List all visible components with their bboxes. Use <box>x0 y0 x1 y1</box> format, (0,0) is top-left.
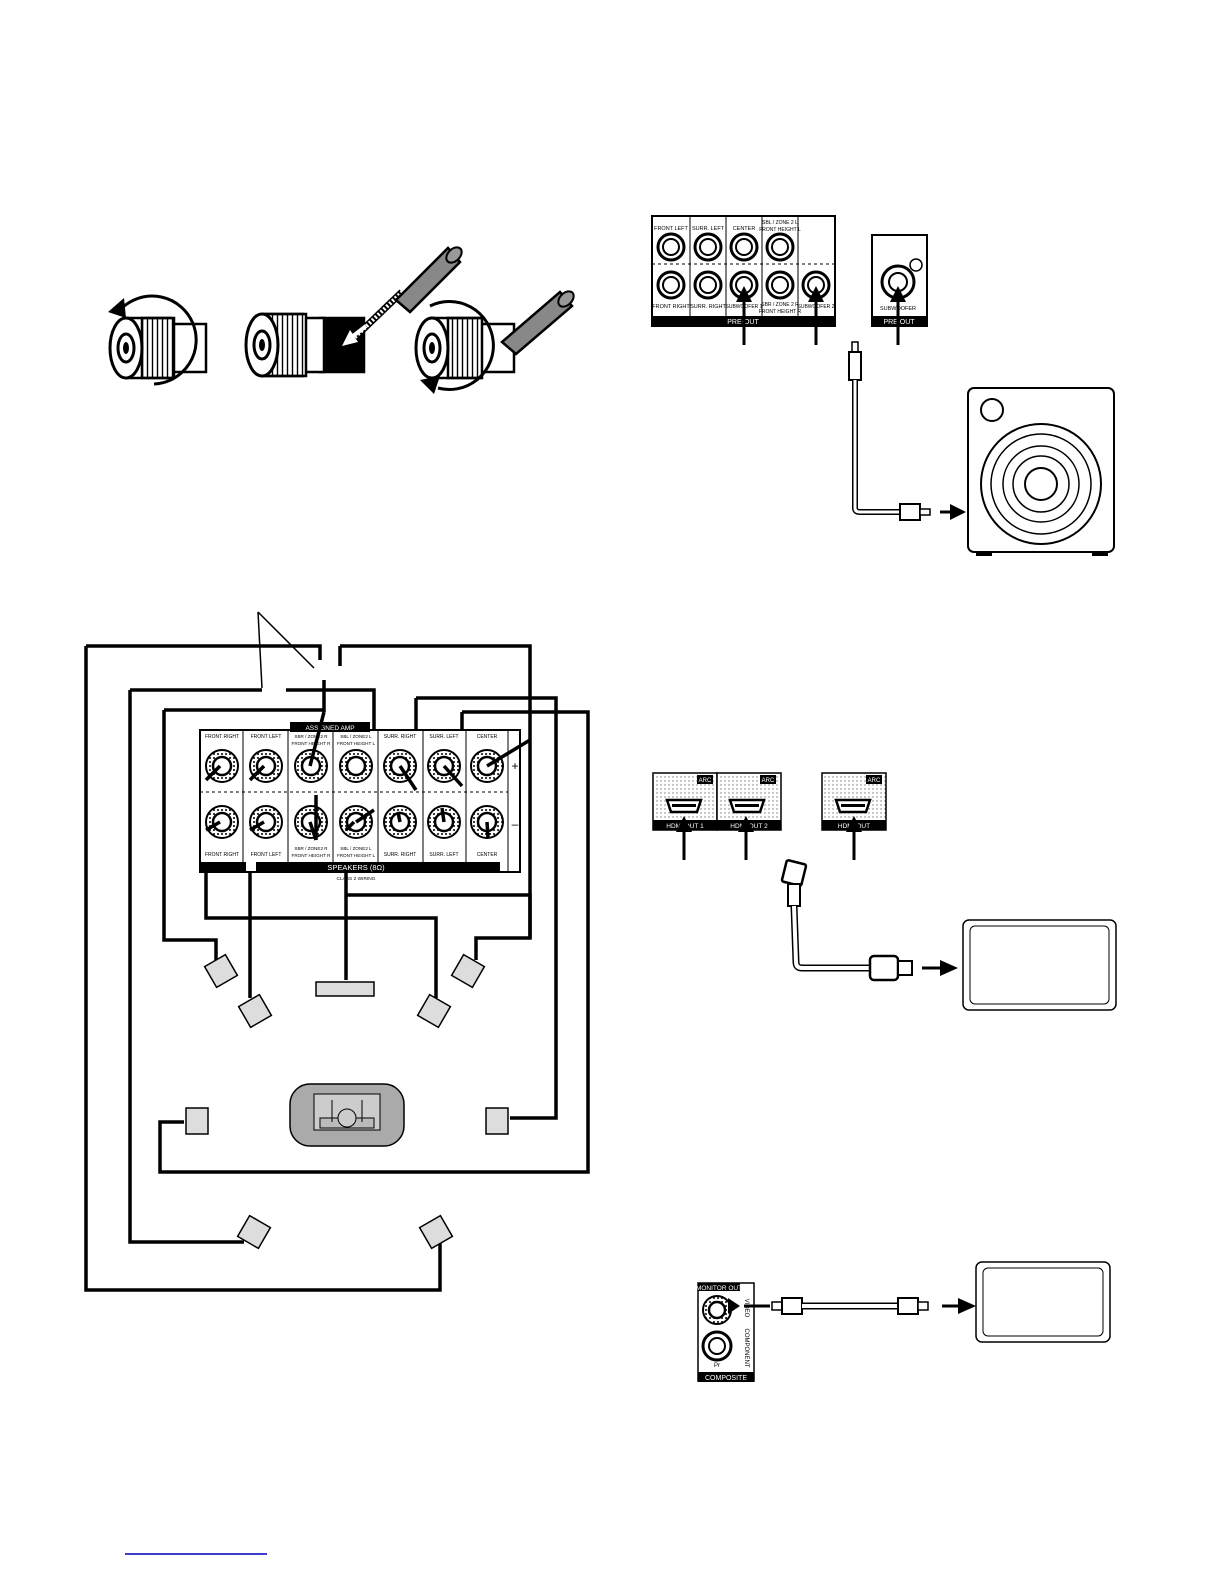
rca-cable <box>848 341 966 521</box>
preout-bottom-label: SBR / ZONE 2 R <box>761 302 799 308</box>
terminal-top-label: SBL / ZONE2 L <box>340 734 372 739</box>
terminal-bottom-label: SBL / ZONE2 L <box>340 846 372 851</box>
speaker-surround-right-icon <box>185 1107 209 1135</box>
component-side-label: COMPONENT <box>743 1329 749 1368</box>
preout-top-label: CENTER <box>733 226 756 232</box>
hdmi-connection-arrows <box>676 816 862 860</box>
speaker-terminal-panel: ASSIGNED AMP FRONT RIGHT FRONT LEFT SBR … <box>199 722 521 882</box>
binding-post-loosen <box>108 294 208 386</box>
preout-top-label: FRONT LEFT <box>654 226 688 232</box>
plus-label: + <box>511 759 518 773</box>
terminal-bottom-label: SBR / ZONE2 R <box>294 846 328 851</box>
terminal-top-label: FRONT HEIGHT L <box>337 741 376 746</box>
rca-jacks-top <box>656 232 795 262</box>
terminal-bottom-label: FRONT HEIGHT L <box>337 853 376 858</box>
preout-connection-arrows <box>736 286 906 345</box>
preout-top-label: SURR. LEFT <box>692 226 725 232</box>
speaker-wiring-diagram: ASSIGNED AMP FRONT RIGHT FRONT LEFT SBR … <box>84 611 590 1292</box>
rotate-counterclockwise-icon <box>108 294 198 386</box>
preout-bottom-label: FRONT RIGHT <box>652 304 690 310</box>
speaker-front-height-right-icon <box>203 953 239 989</box>
terminal-top-label: SURR. LEFT <box>429 734 458 740</box>
terminal-top-label: FRONT HEIGHT R <box>292 741 332 746</box>
binding-post-tighten <box>414 290 575 394</box>
speaker-surround-back-left-icon <box>418 1214 454 1250</box>
composite-band-label: COMPOSITE <box>705 1375 747 1382</box>
pr-label: Pr <box>714 1363 720 1369</box>
preout-top-label: SBL / ZONE 2 L <box>762 220 798 226</box>
preout-bottom-label: FRONT HEIGHT R <box>759 309 802 315</box>
terminal-bottom-label: FRONT RIGHT <box>205 852 239 858</box>
binding-post-steps <box>108 246 575 394</box>
rotate-clockwise-icon <box>420 300 495 394</box>
speaker-wires <box>84 644 590 1292</box>
speakers-band-label: SPEAKERS (8Ω) <box>327 863 385 872</box>
composite-video-panel: MONITOR OUT Pr VIDEO COMPONENT COMPOSITE <box>696 1282 755 1382</box>
speaker-center-icon <box>315 981 375 997</box>
hdmi-port-icons <box>665 798 872 814</box>
arc-badge: ARC <box>868 778 881 784</box>
terminal-bottom-label: CENTER <box>477 852 498 858</box>
listener-seat-icon <box>289 1083 405 1147</box>
terminal-top-label: CENTER <box>477 734 498 740</box>
terminal-top-label: SURR. RIGHT <box>384 734 417 740</box>
composite-cable <box>728 1297 976 1315</box>
terminal-wire-ends <box>204 711 531 841</box>
rca-jacks-bottom <box>656 270 831 300</box>
binding-post-insert-wire <box>244 246 463 378</box>
speaker-front-height-left-icon <box>450 953 486 989</box>
terminal-top-label: FRONT RIGHT <box>205 734 239 740</box>
preout-bottom-label: SURR. RIGHT <box>690 304 726 310</box>
monitor-out-label: MONITOR OUT <box>696 1285 742 1292</box>
speaker-layout <box>185 953 509 1250</box>
terminal-bottom-label: SURR. LEFT <box>429 852 458 858</box>
terminal-bottom-label: FRONT HEIGHT R <box>292 853 332 858</box>
video-side-label: VIDEO <box>743 1299 749 1318</box>
terminal-top-label: SBR / ZONE2 R <box>294 734 328 739</box>
arc-badge: ARC <box>699 778 712 784</box>
preout-panel: PRE-OUT FRONT LEFT SURR. LEFT CENTER SBL… <box>651 215 836 327</box>
terminal-posts-top <box>205 749 504 783</box>
arc-badge: ARC <box>762 778 775 784</box>
monitor-display-icon <box>975 1261 1111 1343</box>
terminal-bottom-label: FRONT LEFT <box>251 852 282 858</box>
hdmi-cable <box>780 859 958 982</box>
subwoofer-icon <box>967 387 1115 556</box>
hdmi-panel: ARC ARC ARC HDMI OUT 1 HDMI OUT 2 HDMI O… <box>652 772 887 860</box>
speaker-surround-left-icon <box>485 1107 509 1135</box>
preout-top-label: FRONT HEIGHT L <box>759 227 801 233</box>
minus-label: – <box>512 817 519 831</box>
speaker-surround-back-right-icon <box>236 1214 272 1250</box>
terminal-top-label: FRONT LEFT <box>251 734 282 740</box>
footer-link-underline[interactable] <box>125 1553 267 1555</box>
class-wiring-label: CLASS 2 WIRING <box>337 876 376 882</box>
speaker-front-right-icon <box>237 993 273 1029</box>
insert-arrow-icon <box>342 324 368 346</box>
assigned-amp-label: ASSIGNED AMP <box>305 725 354 732</box>
tv-display-icon <box>962 919 1117 1011</box>
speaker-front-left-icon <box>416 993 452 1029</box>
terminal-bottom-label: SURR. RIGHT <box>384 852 417 858</box>
